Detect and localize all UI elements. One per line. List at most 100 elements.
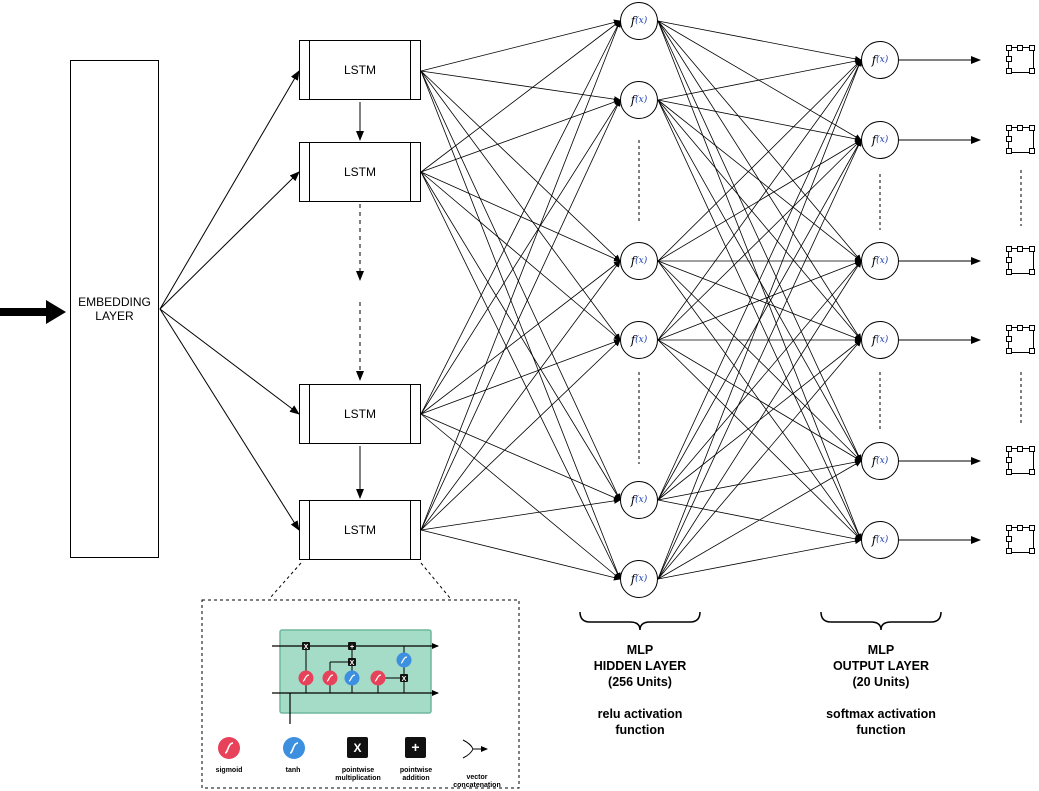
output-title2: OUTPUT LAYER — [832, 659, 930, 673]
square-handle — [1029, 469, 1035, 475]
output-unit-square — [1006, 246, 1035, 275]
square-handle — [1029, 548, 1035, 554]
neuron-f-symbol: f — [630, 14, 636, 28]
hidden-to-output-edge — [657, 58, 862, 101]
lstm-to-hidden-edge — [420, 19, 621, 72]
neuron-x-symbol: (x) — [635, 335, 648, 345]
neuron-x-symbol: (x) — [876, 456, 889, 466]
output-gate-sigmoid-glyph — [374, 674, 382, 682]
neuron-x-symbol: (x) — [635, 574, 648, 584]
lstm-to-hidden-edge — [420, 413, 621, 501]
hidden-to-output-edge — [657, 460, 862, 580]
neuron-f-symbol: f — [871, 254, 877, 268]
neuron-x-symbol: (x) — [635, 495, 648, 505]
lstm-to-hidden-edge — [420, 20, 621, 173]
lstm-to-hidden-edge — [420, 70, 621, 103]
embedding-label-line2: LAYER — [95, 309, 134, 323]
output-activation1: softmax activation — [826, 707, 936, 721]
square-handle — [1006, 548, 1012, 554]
zoom-line-right — [420, 562, 451, 599]
lstm-label: LSTM — [343, 63, 376, 77]
lstm-to-hidden-edge — [420, 260, 621, 531]
pointwise-multiplication-icon-symbol: X — [353, 741, 361, 755]
neuron-x-symbol: (x) — [635, 95, 648, 105]
lstm-label: LSTM — [343, 523, 376, 537]
neuron-f-symbol: f — [630, 93, 636, 107]
lstm-to-hidden-edge — [420, 171, 621, 580]
output-neuron: f(x) — [861, 442, 899, 480]
neuron-x-symbol: (x) — [876, 335, 889, 345]
hidden-to-output-edge — [657, 20, 862, 62]
lstm-to-hidden-edge — [420, 171, 621, 262]
hidden-activation1: relu activation — [597, 707, 683, 721]
pointwise-addition-icon — [405, 737, 426, 758]
square-handle — [1006, 68, 1012, 74]
square-handle — [1006, 45, 1012, 51]
neuron-f-symbol: f — [871, 333, 877, 347]
square-handle — [1006, 257, 1012, 263]
hidden-neuron: f(x) — [620, 321, 658, 359]
pointwise-addition-icon-symbol: + — [411, 739, 419, 755]
hidden-to-output-edge — [657, 339, 862, 462]
lstm-to-hidden-edge — [420, 339, 621, 531]
lstm-cell-2: LSTM — [299, 142, 421, 202]
square-handle — [1017, 246, 1023, 252]
hidden-title2: HIDDEN LAYER — [593, 659, 687, 673]
sigmoid-icon-glyph — [224, 742, 234, 754]
output-unit-square — [1006, 446, 1035, 475]
output-unit-square — [1006, 45, 1035, 74]
neuron-f-symbol: f — [630, 493, 636, 507]
output-neuron: f(x) — [861, 121, 899, 159]
cell-output-tanh-glyph — [400, 656, 408, 664]
hidden-to-output-edge — [657, 339, 862, 580]
hidden-to-output-edge — [657, 99, 862, 341]
embed-to-lstm-3 — [159, 308, 300, 415]
output-unit-square — [1006, 525, 1035, 554]
hidden-to-output-edge — [657, 260, 862, 341]
hidden-title1: MLP — [626, 643, 654, 657]
square-handle — [1006, 536, 1012, 542]
lstm-to-hidden-edge — [420, 99, 621, 415]
square-handle — [1017, 125, 1023, 131]
legend-concat-label: vector concatenation — [446, 774, 508, 790]
lstm-to-hidden-edge — [420, 497, 621, 531]
candidate-tanh-glyph — [348, 674, 356, 682]
square-handle — [1017, 325, 1023, 331]
legend-sigmoid-label: sigmoid — [215, 767, 243, 774]
hidden-brace — [579, 611, 701, 631]
embed-to-lstm-2 — [159, 171, 300, 310]
output-neuron: f(x) — [861, 242, 899, 280]
hidden-layer-caption: MLP HIDDEN LAYER (256 Units) relu activa… — [560, 642, 720, 738]
forget-mult-op — [302, 642, 310, 650]
square-handle — [1006, 525, 1012, 531]
neuron-f-symbol: f — [630, 254, 636, 268]
square-handle — [1029, 325, 1035, 331]
lstm-cell-4: LSTM — [299, 500, 421, 560]
lstm-to-hidden-edge — [420, 70, 621, 580]
lstm-label: LSTM — [343, 165, 376, 179]
forget-gate-sigmoid-glyph — [302, 674, 310, 682]
lstm-cell-3: LSTM — [299, 384, 421, 444]
square-handle — [1029, 148, 1035, 154]
hidden-to-output-edge — [657, 59, 862, 501]
forget-mult-op-symbol: X — [304, 644, 309, 651]
square-handle — [1006, 457, 1012, 463]
lstm-cell-diagram: X+XXX+ — [218, 629, 488, 759]
square-handle — [1029, 246, 1035, 252]
lstm-to-hidden-edge — [420, 99, 621, 531]
hidden-to-output-edge — [657, 260, 862, 462]
neuron-x-symbol: (x) — [876, 55, 889, 65]
square-handle — [1006, 269, 1012, 275]
lstm-to-hidden-edge — [420, 171, 621, 341]
neuron-f-symbol: f — [871, 454, 877, 468]
input-mult-op-symbol: X — [350, 660, 355, 667]
hidden-to-output-edge — [657, 20, 862, 141]
hidden-to-output-edge — [657, 459, 862, 501]
hidden-to-output-edge — [657, 139, 862, 341]
square-handle — [1006, 125, 1012, 131]
legend-pw-add-label: pointwise addition — [388, 767, 444, 783]
neuron-x-symbol: (x) — [635, 16, 648, 26]
square-handle — [1017, 45, 1023, 51]
lstm-to-hidden-edge — [420, 20, 621, 415]
